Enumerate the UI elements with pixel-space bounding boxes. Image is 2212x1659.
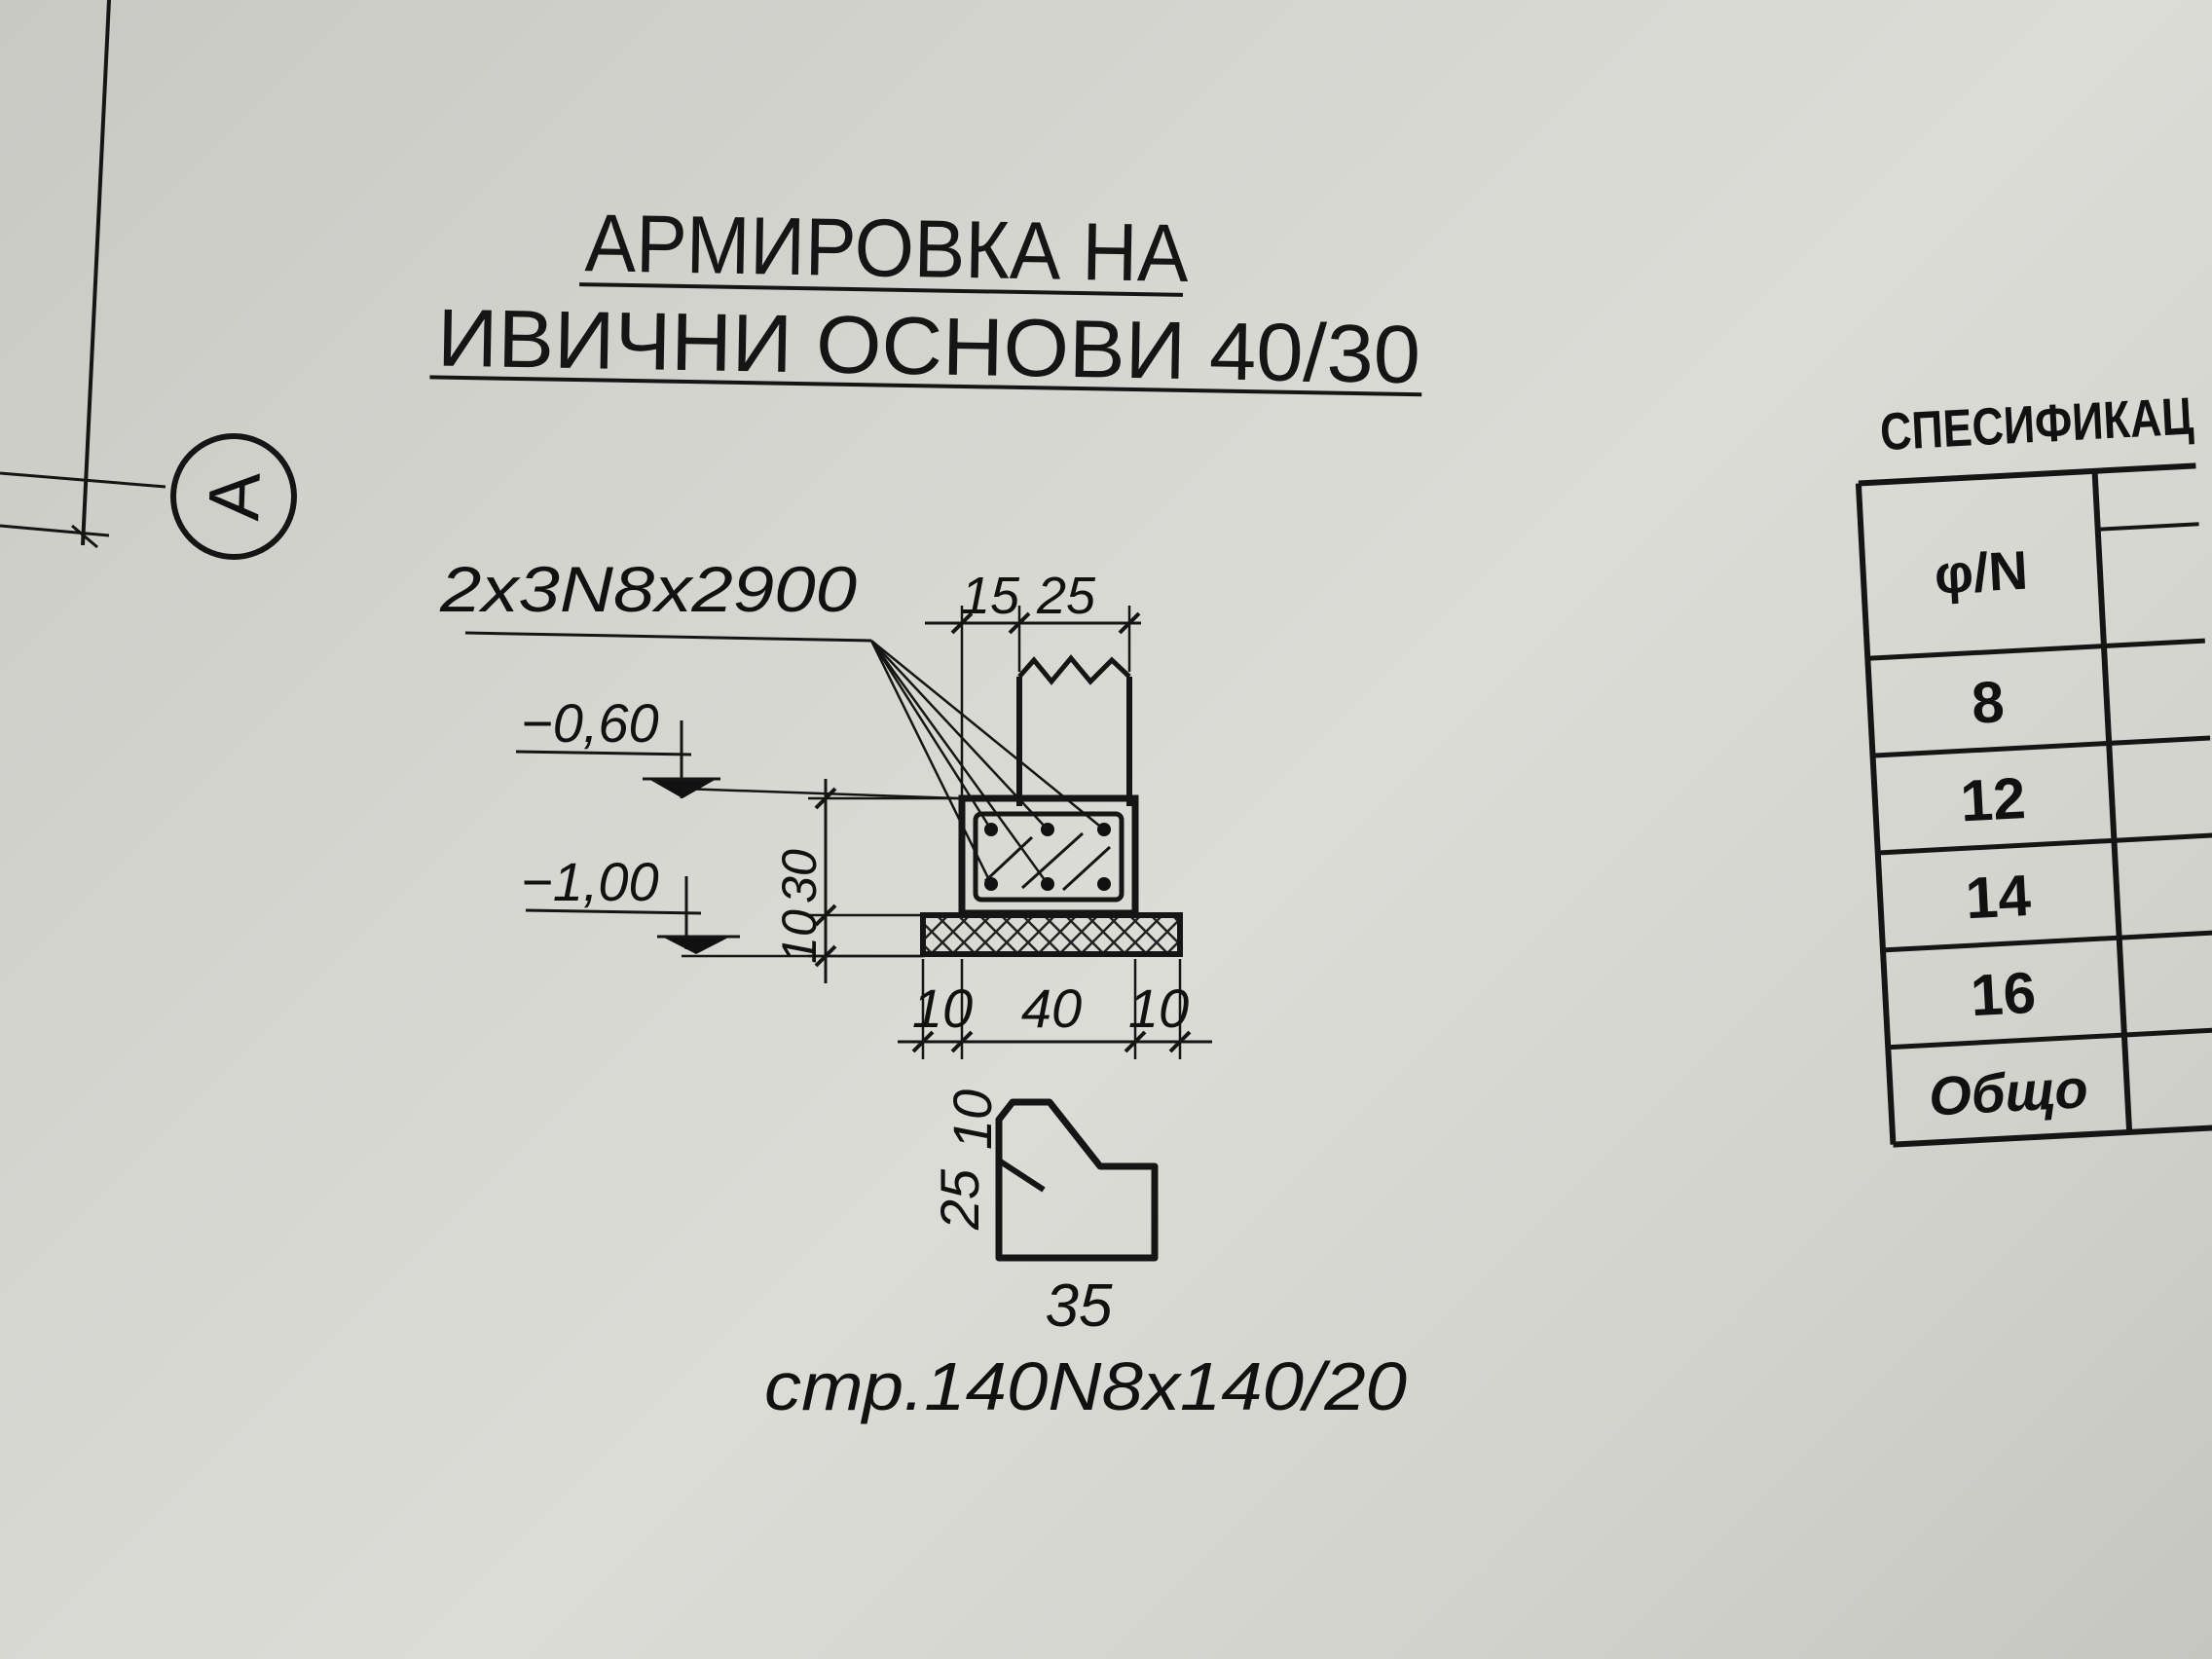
dim-top-right: 25 (1036, 567, 1096, 625)
bottom-dimension: 10 40 10 (898, 959, 1212, 1059)
spec-table-row: 8 (1970, 669, 2006, 736)
top-dimension: 15 25 (925, 567, 1141, 798)
stirrup-dim-bottom: 35 (1046, 1272, 1113, 1340)
axis-marker: A (170, 433, 297, 560)
axis-marker-label: A (193, 470, 276, 522)
dim-vertical-main: 30 (772, 849, 827, 903)
stirrup-detail: 25 10 35 (929, 1089, 1159, 1340)
level-mark-bottom: −1,00 (521, 851, 925, 958)
vertical-dimension: 30 10 (772, 779, 959, 983)
rebar-callout-label: 2x3N8x2900 (439, 553, 857, 625)
level-mark-top: −0,60 (515, 692, 960, 800)
spec-table-row: 16 (1969, 960, 2037, 1028)
spec-table-header: φ/N (1933, 539, 2029, 606)
stirrup-label: стр.140N8x140/20 (764, 1348, 1407, 1424)
stirrup-dim-side-upper: 10 (941, 1089, 1003, 1150)
axis-grid-lines (0, 0, 166, 549)
spec-table-grid (1855, 462, 2212, 1148)
spec-table-title: СПЕСИФИКАЦ (1879, 387, 2195, 461)
spec-table-row: 12 (1959, 765, 2027, 833)
spec-table-row: Общо (1928, 1057, 2089, 1126)
drawing-title: АРМИРОВКА НА ИВИЧНИ ОСНОВИ 40/30 (429, 197, 1422, 401)
spec-table: СПЕСИФИКАЦ φ/N 8 12 14 16 Общо (1855, 387, 2212, 1148)
dim-bottom-mid: 40 (1021, 977, 1082, 1039)
dim-vertical-base: 10 (772, 909, 827, 964)
dim-bottom-left: 10 (912, 977, 973, 1039)
dim-bottom-right: 10 (1128, 977, 1189, 1039)
spec-table-row: 14 (1964, 863, 2033, 931)
rebar-callout: 2x3N8x2900 (439, 553, 1105, 885)
stirrup-dim-side-lower: 25 (929, 1168, 990, 1231)
title-line-2: ИВИЧНИ ОСНОВИ 40/30 (436, 292, 1420, 401)
title-underline-2 (429, 375, 1422, 397)
level-top-label: −0,60 (521, 692, 659, 754)
title-line-1: АРМИРОВКА НА (584, 197, 1190, 299)
dim-top-left: 15 (961, 567, 1020, 625)
title-underline-1 (579, 282, 1184, 297)
level-bottom-label: −1,00 (521, 851, 659, 912)
